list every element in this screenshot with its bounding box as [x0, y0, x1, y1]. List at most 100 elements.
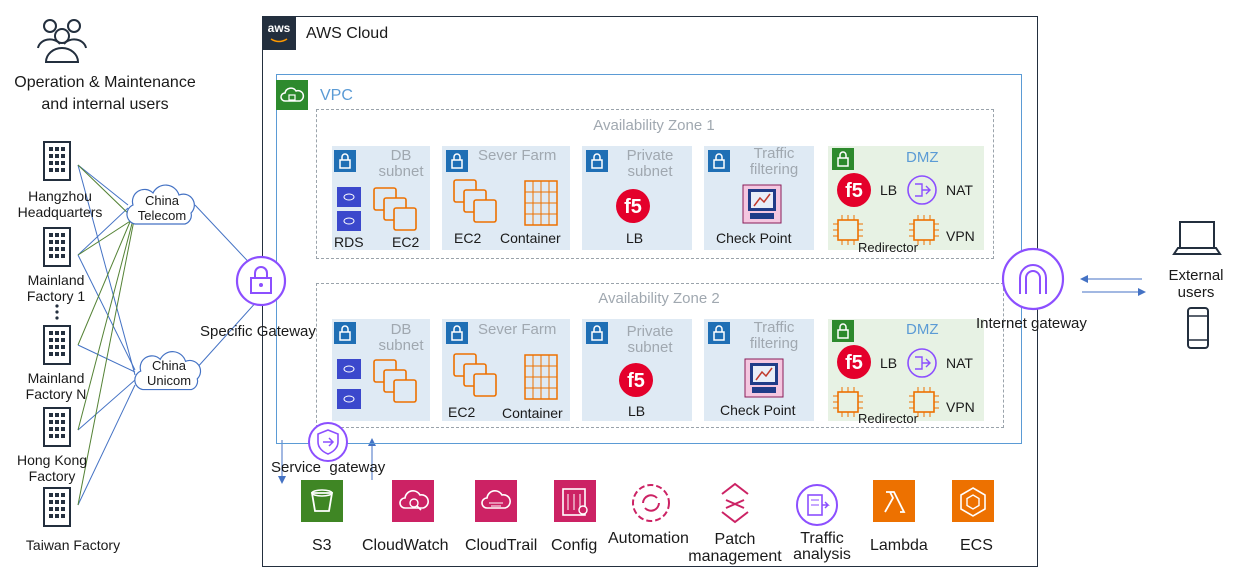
service-label: CloudTrail [465, 537, 538, 554]
nat-gateway-icon [906, 347, 938, 379]
cloudwatch-icon [392, 480, 434, 522]
service-label: ECS [960, 537, 993, 554]
mobile-phone-icon [1186, 306, 1210, 350]
label-line1: Private [626, 147, 674, 164]
label-line2: management [688, 548, 782, 565]
service-label: S3 [312, 537, 332, 554]
automation-icon [628, 480, 670, 522]
label-line1: Traffic [753, 319, 795, 336]
site-label-line2: Factory N [25, 386, 87, 402]
site-hongkong: Hong Kong Factory [2, 452, 102, 484]
checkpoint-label: Check Point [720, 402, 796, 418]
ec2-label: EC2 [454, 230, 482, 246]
vpn-chip-icon [908, 386, 940, 418]
internet-gateway-icon [1000, 246, 1066, 312]
lock-icon [708, 150, 730, 172]
users-label-line2: and internal users [41, 96, 169, 113]
building-icon [42, 324, 72, 366]
f5-load-balancer-icon: f5 [615, 188, 651, 224]
lock-icon [446, 322, 468, 344]
users-label: Operation & Maintenance and internal use… [0, 72, 210, 116]
lock-icon [334, 150, 356, 172]
aws-logo-text: aws [267, 21, 291, 35]
zone-title: Availability Zone 2 [598, 290, 720, 307]
ec2-stack-icon [372, 186, 418, 232]
service-gateway-label: Service gateway [271, 459, 386, 476]
ellipsis-dots [55, 304, 59, 320]
availability-zone-1 [316, 109, 994, 259]
availability-zone-2 [316, 283, 1004, 428]
lambda-icon [873, 480, 915, 522]
svg-text:f5: f5 [845, 352, 863, 374]
label-line1: DB [390, 147, 412, 164]
china-telecom-cloud [123, 184, 201, 230]
site-label-line1: Taiwan Factory [25, 537, 121, 553]
vpn-chip-icon [908, 214, 940, 246]
redirector-chip-icon [832, 386, 864, 418]
lock-icon [832, 320, 854, 342]
building-icon [42, 486, 72, 528]
svg-text:f5: f5 [627, 370, 645, 392]
svg-text:f5: f5 [624, 196, 642, 218]
china-unicom-cloud [131, 350, 207, 396]
site-label-line2: Factory 1 [26, 288, 86, 304]
users-label-line1: Operation & Maintenance [14, 74, 196, 91]
telecom-line1: China [145, 193, 179, 208]
rds-label: RDS [334, 234, 364, 250]
label-line2: filtering [749, 335, 799, 352]
laptop-icon [1172, 220, 1222, 260]
svg-text:f5: f5 [845, 180, 863, 202]
rds-icon [336, 186, 362, 232]
users-group-icon [36, 14, 88, 64]
dmz-label: DMZ [906, 149, 939, 166]
checkpoint-label: Check Point [716, 230, 792, 246]
label-line1: DB [390, 321, 412, 338]
site-label-line2: Factory [28, 468, 76, 484]
label-line2: subnet [378, 337, 424, 354]
s3-bucket-icon [301, 480, 343, 522]
site-label-line2: Headquarters [17, 204, 103, 220]
lb-label: LB [880, 355, 898, 371]
lock-icon [334, 322, 356, 344]
cloudtrail-icon [475, 480, 517, 522]
label-line2: analysis [793, 546, 851, 563]
unicom-line1: China [152, 358, 186, 373]
service-label: Lambda [870, 537, 928, 554]
internet-gateway-label: Internet gateway [976, 315, 1087, 332]
vpc-label: VPC [320, 87, 353, 104]
container-icon [524, 354, 558, 400]
site-label-line1: Mainland [27, 272, 85, 288]
specific-gateway-label: Specific Gateway [200, 323, 316, 340]
lb-label: LB [628, 403, 646, 419]
aws-logo: aws [262, 16, 296, 50]
dmz-label: DMZ [906, 321, 939, 338]
checkpoint-firewall-icon [744, 358, 784, 398]
telecom-line2: Telecom [137, 208, 187, 223]
nat-label: NAT [946, 182, 973, 198]
external-line1: External [1168, 267, 1224, 284]
lock-icon [708, 322, 730, 344]
vpn-label: VPN [946, 399, 975, 415]
site-mainland-n: Mainland Factory N [6, 370, 106, 402]
external-line2: users [1177, 284, 1215, 301]
service-label: Automation [608, 530, 689, 547]
site-hangzhou: Hangzhou Headquarters [10, 188, 110, 220]
building-icon [42, 140, 72, 182]
china-telecom-label: China Telecom [123, 193, 201, 223]
site-label-line1: Hangzhou [28, 188, 92, 204]
aws-cloud-title: AWS Cloud [306, 25, 389, 42]
server-farm-label: Sever Farm [478, 147, 557, 164]
site-label-line1: Hong Kong [16, 452, 88, 468]
building-icon [42, 406, 72, 448]
patch-management-icon [712, 480, 754, 524]
ec2-label: EC2 [448, 404, 476, 420]
f5-load-balancer-icon: f5 [836, 344, 872, 380]
service-label: Config [551, 537, 598, 554]
vpn-label: VPN [946, 228, 975, 244]
label-line1: Patch [714, 531, 756, 548]
